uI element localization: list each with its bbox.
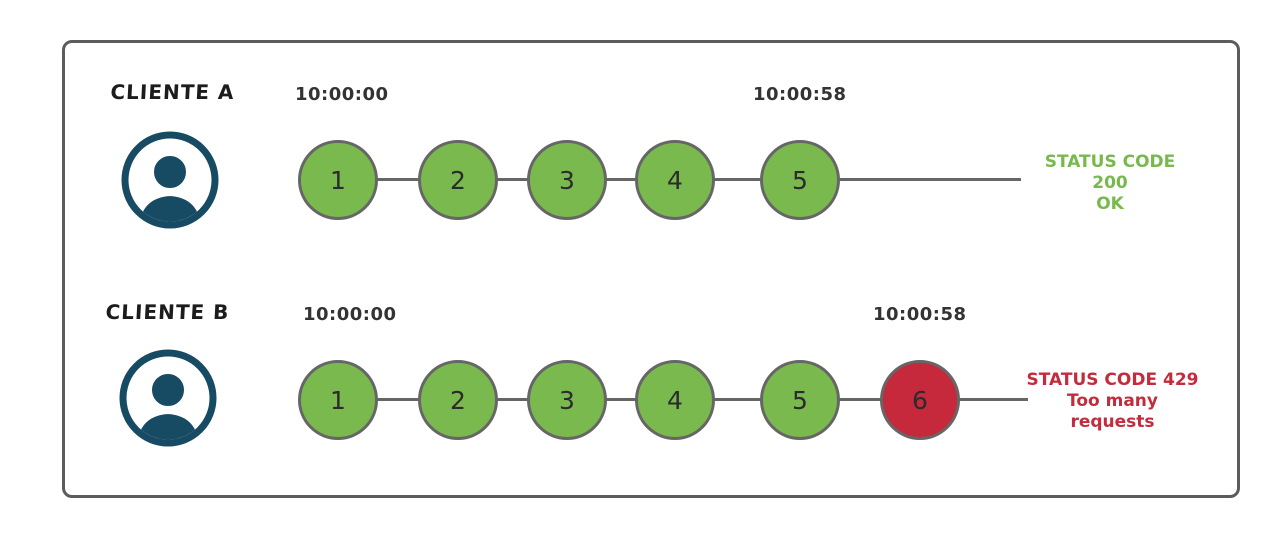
request-circle: 2 xyxy=(418,360,498,440)
request-circle: 2 xyxy=(418,140,498,220)
status-message: Too many requests xyxy=(1067,391,1158,432)
timeline-tail-line xyxy=(838,178,1021,181)
request-circle: 5 xyxy=(760,360,840,440)
request-number: 1 xyxy=(330,165,346,195)
request-circle: 1 xyxy=(298,140,378,220)
connector-line xyxy=(713,398,762,401)
connector-line xyxy=(605,398,637,401)
client-a-start-time: 10:00:00 xyxy=(295,84,389,105)
status-code-line: STATUS CODE 429 xyxy=(1026,370,1199,390)
client-a-end-time: 10:00:58 xyxy=(753,84,847,105)
connector-line xyxy=(605,178,637,181)
request-circle: 5 xyxy=(760,140,840,220)
connector-line xyxy=(376,398,420,401)
request-number: 5 xyxy=(792,165,808,195)
connector-line xyxy=(496,398,529,401)
connector-line xyxy=(713,178,762,181)
request-number: 5 xyxy=(792,385,808,415)
request-number: 4 xyxy=(667,165,683,195)
request-number: 2 xyxy=(450,385,466,415)
status-message: OK xyxy=(1096,194,1124,214)
client-b-end-time: 10:00:58 xyxy=(873,304,967,325)
connector-line xyxy=(376,178,420,181)
client-b-label: CLIENTE B xyxy=(104,300,231,324)
request-circle: 3 xyxy=(527,360,607,440)
request-circle-blocked: 6 xyxy=(880,360,960,440)
client-a-status: STATUS CODE 200 OK xyxy=(1025,152,1195,215)
status-code-line: STATUS CODE 200 xyxy=(1044,152,1176,193)
timeline-tail-line xyxy=(958,398,1028,401)
client-b-start-time: 10:00:00 xyxy=(303,304,397,325)
client-b-status: STATUS CODE 429 Too many requests xyxy=(1025,370,1200,433)
request-number: 3 xyxy=(559,385,575,415)
request-number: 4 xyxy=(667,385,683,415)
connector-line xyxy=(496,178,529,181)
request-circle: 1 xyxy=(298,360,378,440)
user-avatar-icon xyxy=(120,130,220,230)
request-number: 3 xyxy=(559,165,575,195)
request-number: 6 xyxy=(912,385,928,415)
request-circle: 4 xyxy=(635,360,715,440)
request-number: 1 xyxy=(330,385,346,415)
connector-line xyxy=(838,398,882,401)
user-avatar-icon xyxy=(118,348,218,448)
request-number: 2 xyxy=(450,165,466,195)
client-a-label: CLIENTE A xyxy=(109,80,236,104)
request-circle: 4 xyxy=(635,140,715,220)
request-circle: 3 xyxy=(527,140,607,220)
